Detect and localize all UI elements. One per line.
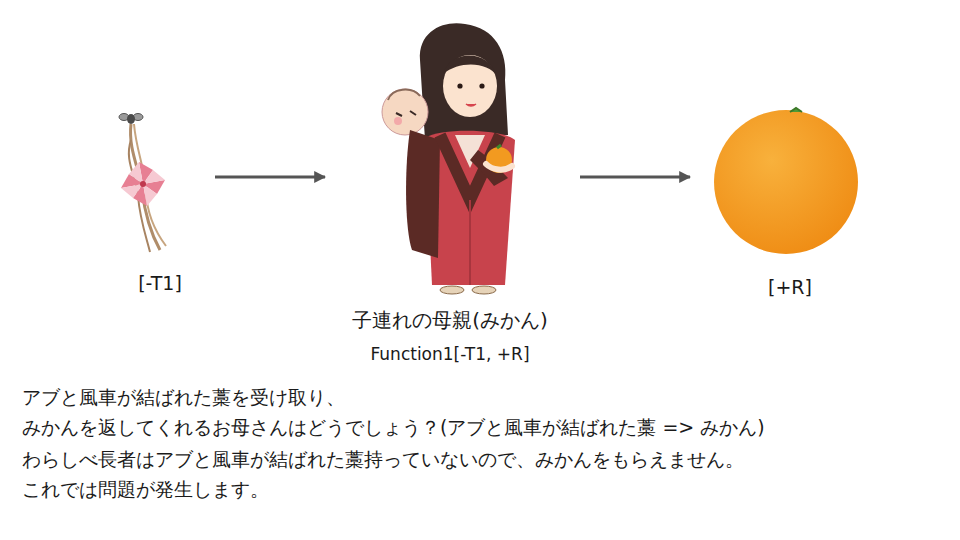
function-label: Function1[-T1, +R] (370, 344, 529, 364)
flow-arrow (580, 176, 690, 179)
note-text: これでは問題が発生します。 (22, 478, 952, 502)
note-text: みかんを返してくれるお母さんはどうでしょう？(アブと風車が結ばれた藁 => みか… (22, 416, 952, 440)
node-label: [-T1] (138, 272, 182, 295)
straw-pinwheel-node: [-T1] (100, 105, 215, 305)
node-label: 子連れの母親(みかん) (352, 308, 548, 332)
node-label: [+R] (768, 276, 812, 299)
straw-pinwheel-illustration (119, 114, 166, 253)
flow-arrow (215, 176, 325, 179)
mother-illustration (382, 23, 515, 294)
note-text: わらしべ長者はアブと風車が結ばれた藁持っていないので、みかんをもらえません。 (22, 448, 952, 472)
mother-function-node: 子連れの母親(みかん) Function1[-T1, +R] (325, 25, 580, 375)
orange-node: [+R] (690, 95, 885, 305)
note-text: アブと風車が結ばれた藁を受け取り、 (22, 386, 952, 410)
pinwheel (121, 162, 165, 206)
horsefly (119, 114, 143, 125)
orange-illustration (714, 108, 858, 254)
